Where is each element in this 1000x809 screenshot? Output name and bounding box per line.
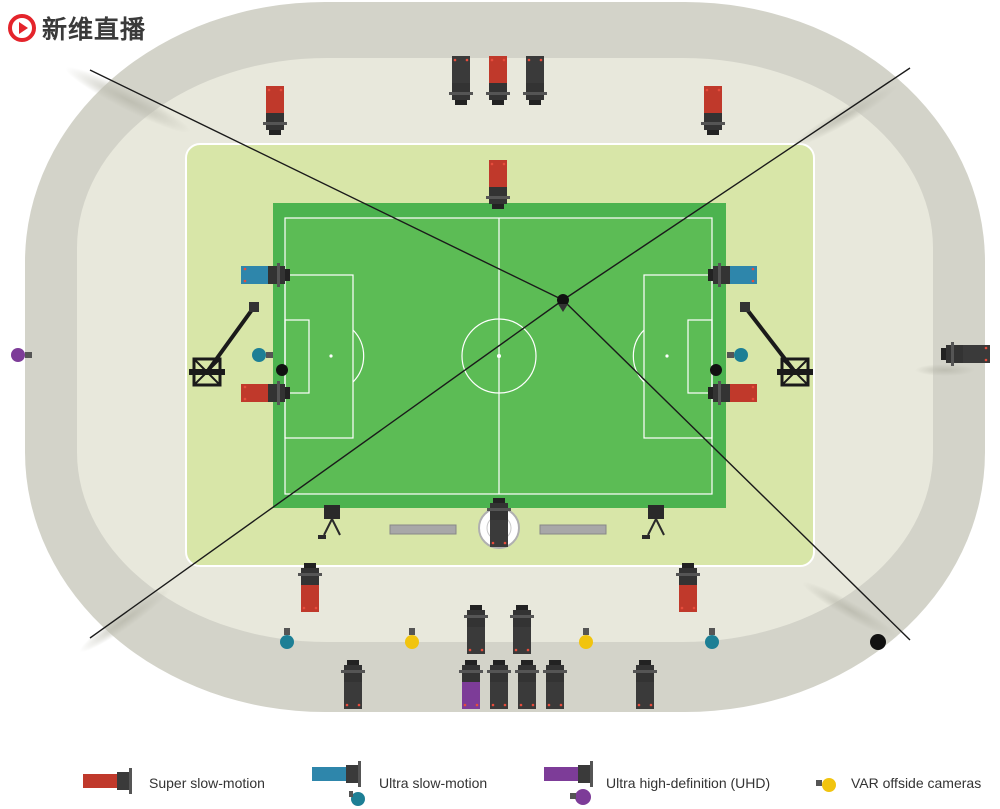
overview-camera bbox=[870, 634, 886, 650]
legend-label-var-offside: VAR offside cameras bbox=[851, 775, 982, 791]
bench-right bbox=[539, 524, 607, 535]
red-camera-icon bbox=[83, 768, 132, 794]
super-slow-camera bbox=[241, 381, 290, 405]
tripod-camera bbox=[642, 505, 665, 539]
corner-glow-tl bbox=[65, 66, 191, 134]
steadicam bbox=[710, 364, 722, 376]
var-offside-camera bbox=[405, 628, 419, 649]
tunnel-camera bbox=[487, 498, 511, 547]
side-glow-r bbox=[915, 364, 975, 376]
purple-camera-icon bbox=[544, 761, 593, 787]
ultra-slow-compact-camera bbox=[705, 628, 719, 649]
standard-camera bbox=[515, 660, 539, 709]
super-slow-camera bbox=[263, 86, 287, 135]
super-slow-camera bbox=[701, 86, 725, 135]
ultra-slow-compact-camera bbox=[727, 348, 748, 362]
standard-camera bbox=[523, 56, 547, 105]
uhd-camera bbox=[459, 660, 483, 709]
super-slow-camera bbox=[708, 381, 757, 405]
play-circle-icon bbox=[8, 14, 36, 42]
spidercam-wires bbox=[89, 67, 911, 641]
blue-camera-icon bbox=[312, 761, 361, 787]
steadicam bbox=[276, 364, 288, 376]
watermark-logo: 新维直播 bbox=[8, 10, 146, 46]
standard-camera bbox=[510, 605, 534, 654]
standard-camera bbox=[941, 342, 990, 366]
pitch-spots bbox=[329, 354, 669, 358]
camera-crane-right bbox=[740, 302, 813, 387]
spidercam bbox=[557, 294, 569, 306]
purple-compact-icon bbox=[570, 789, 591, 805]
standard-camera bbox=[543, 660, 567, 709]
legend-label-uhd: Ultra high-definition (UHD) bbox=[606, 775, 771, 791]
corner-glow-br bbox=[802, 581, 898, 639]
super-slow-camera bbox=[298, 563, 322, 612]
ultra-slow-compact-camera bbox=[252, 348, 273, 362]
standard-camera bbox=[449, 56, 473, 105]
standard-camera bbox=[341, 660, 365, 709]
watermark-text: 新维直播 bbox=[42, 15, 147, 44]
bench-left bbox=[389, 524, 457, 535]
super-slow-camera bbox=[486, 56, 510, 105]
camera-crane-left bbox=[189, 302, 259, 387]
standard-camera bbox=[487, 660, 511, 709]
yellow-camera-icon bbox=[816, 778, 836, 792]
standard-camera bbox=[464, 605, 488, 654]
var-offside-camera bbox=[579, 628, 593, 649]
legend-label-ultra-slow-motion: Ultra slow-motion bbox=[379, 775, 488, 791]
super-slow-camera bbox=[676, 563, 700, 612]
legend-icons bbox=[83, 761, 836, 806]
corner-glow-tr bbox=[792, 85, 898, 147]
standard-camera bbox=[633, 660, 657, 709]
ultra-slow-compact-camera bbox=[280, 628, 294, 649]
ultra-slow-camera bbox=[241, 263, 290, 287]
corner-glow-bl bbox=[79, 587, 171, 653]
legend-label-super-slow-motion: Super slow-motion bbox=[149, 775, 265, 791]
ultra-slow-camera bbox=[708, 263, 757, 287]
uhd-compact-camera bbox=[11, 348, 32, 362]
pitch-markings bbox=[284, 217, 713, 495]
super-slow-camera bbox=[486, 160, 510, 209]
teal-compact-icon bbox=[349, 791, 365, 806]
tripod-camera bbox=[318, 505, 341, 539]
spidercam-rig bbox=[558, 304, 568, 312]
